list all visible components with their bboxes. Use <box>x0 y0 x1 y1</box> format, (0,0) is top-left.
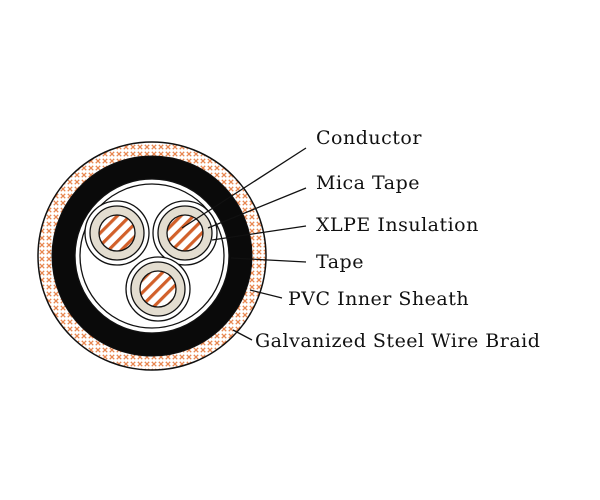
label-xlpe-insulation: XLPE Insulation <box>316 214 479 236</box>
core <box>125 256 191 322</box>
label-tape: Tape <box>316 251 364 273</box>
label-mica-tape: Mica Tape <box>316 172 420 194</box>
label-conductor: Conductor <box>316 127 422 149</box>
core <box>84 200 150 266</box>
label-pvc-inner-sheath: PVC Inner Sheath <box>288 288 470 310</box>
core <box>152 200 218 266</box>
leader-lines <box>181 147 307 341</box>
label-galvanized-steel-wire-braid: Galvanized Steel Wire Braid <box>255 330 541 352</box>
